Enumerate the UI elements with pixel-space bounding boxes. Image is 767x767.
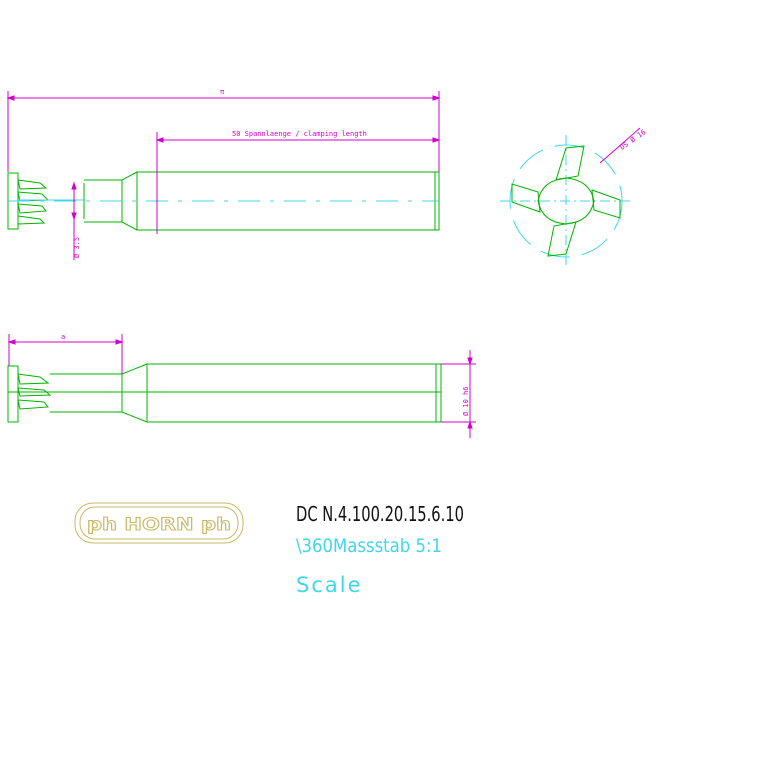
scale-line: \360Massstab 5:1 (296, 535, 442, 557)
cutter-diameter-label: Ø 3.5 (73, 237, 81, 258)
overall-length-label: π (220, 88, 225, 96)
cutter-teeth-bottom (17, 373, 52, 410)
end-view-tooth-left (511, 183, 541, 213)
side-view-bottom (7, 363, 442, 423)
shank-outline-bottom (146, 363, 442, 423)
cutter-teeth-top (17, 179, 50, 225)
end-view-label: DS Ø 16 (619, 128, 648, 151)
end-view-tooth-bottom (547, 221, 577, 257)
dimensions-bottom (7, 334, 476, 438)
clamping-length-label: 50 Spannlaenge / clamping length (232, 130, 367, 138)
shank-diameter-label: Ø 10 h6 (462, 386, 470, 416)
part-number: DC N.4.100.20.15.6.10 (296, 502, 464, 526)
horn-logo: ph HORN ph (74, 502, 244, 544)
end-view (500, 127, 641, 267)
scale-label: Scale (296, 573, 363, 597)
end-view-dim-leader (599, 127, 641, 164)
logo-text: ph HORN ph (87, 515, 231, 535)
reach-label: a (61, 333, 65, 341)
neck-taper-bottom (121, 363, 148, 423)
cutter-head-bottom (7, 365, 19, 423)
end-view-tooth-right (591, 189, 621, 219)
dimensions-top (6, 91, 441, 260)
end-view-tooth-top (555, 145, 585, 181)
